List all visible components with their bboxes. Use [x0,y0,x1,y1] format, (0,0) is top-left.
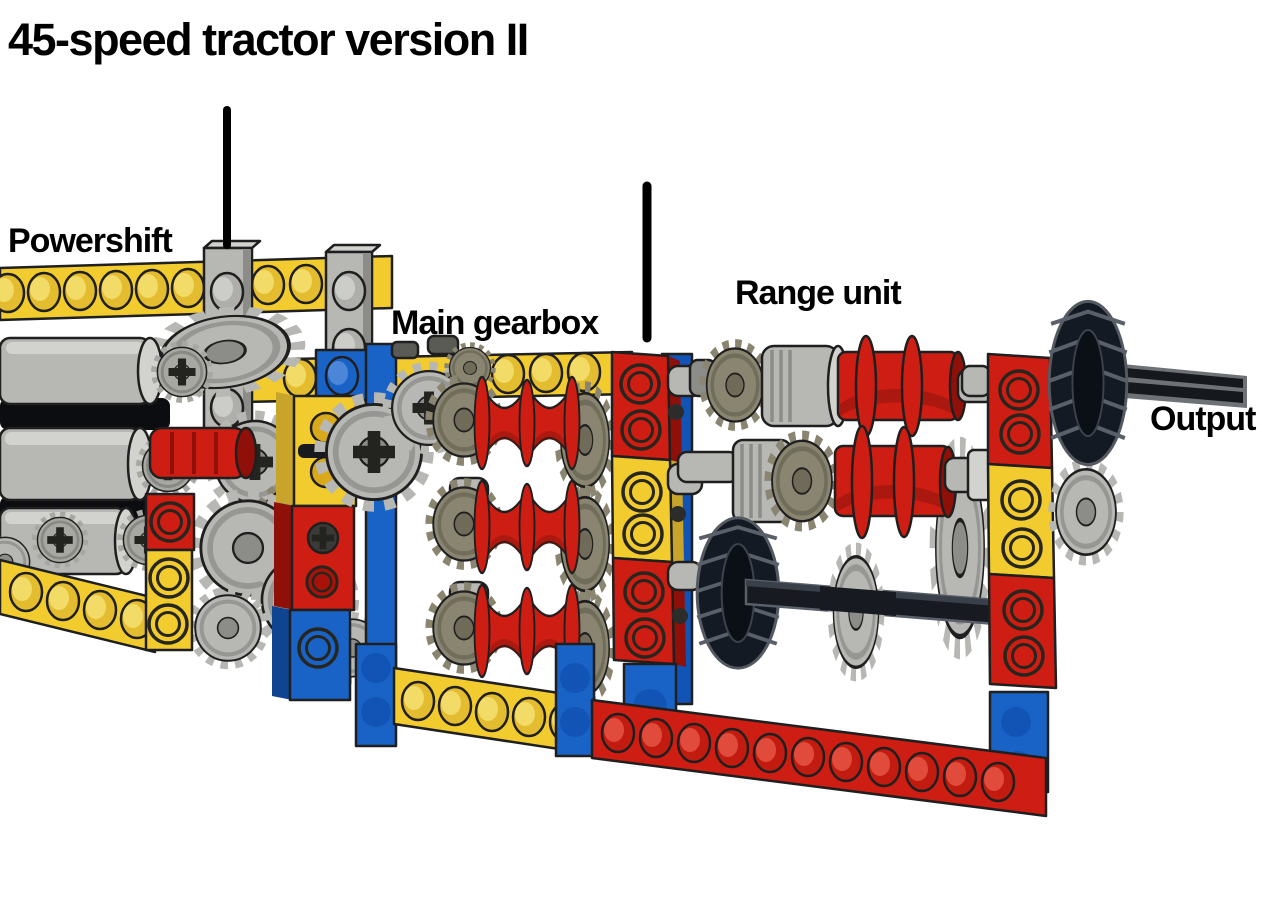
frame-post-mid [554,642,596,758]
output-assembly [960,301,1247,690]
label-range-unit: Range unit [735,274,902,312]
label-output: Output [1150,400,1256,438]
range-unit-assembly [676,334,996,674]
gearbox-right-column [610,350,704,752]
powershift-assembly [0,239,634,702]
output-tire [1049,301,1127,464]
small-brick-column [144,492,196,652]
label-powershift: Powershift [8,222,173,260]
output-gear [1052,464,1119,560]
output-brick-column [960,352,1058,690]
red-axle-joiner [148,426,258,480]
frame-base [354,642,1050,818]
range-top-shaft [688,334,996,438]
label-main-gearbox: Main gearbox [391,304,599,342]
diagram-title: 45-speed tractor version II [8,14,529,65]
powershift-gear-cluster [0,303,384,680]
output-axle [1112,363,1247,408]
range-middle-shaft [676,424,994,540]
